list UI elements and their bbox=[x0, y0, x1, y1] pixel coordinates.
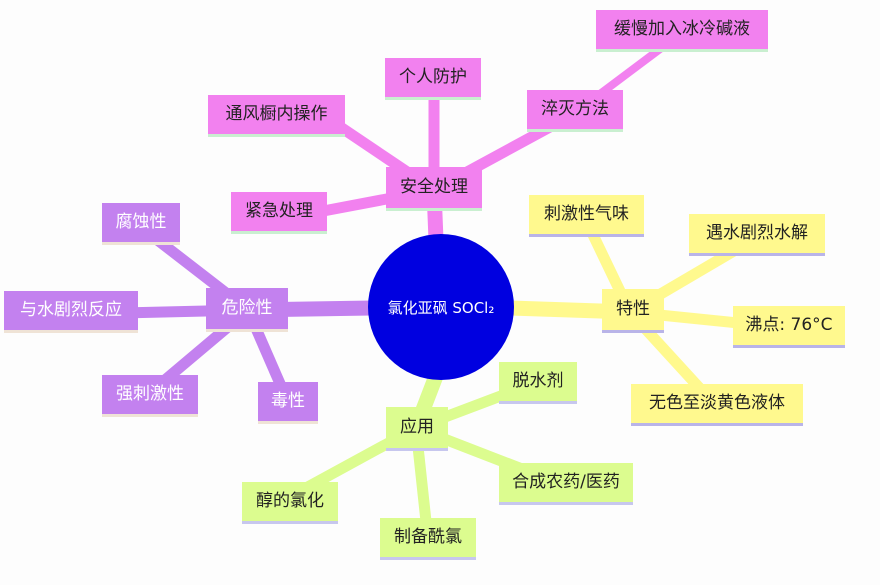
pesticide-synthesis-node[interactable]: 合成农药/医药 bbox=[499, 463, 633, 505]
corrosive-node[interactable]: 腐蚀性 bbox=[102, 203, 180, 245]
center-topic-node[interactable]: 氯化亚砜 SOCl₂ bbox=[368, 234, 514, 380]
water-reaction-node[interactable]: 与水剧烈反应 bbox=[4, 291, 138, 333]
application-branch-node[interactable]: 应用 bbox=[386, 407, 448, 451]
toxicity-node[interactable]: 毒性 bbox=[258, 382, 318, 424]
quench-method-node[interactable]: 淬灭方法 bbox=[527, 90, 623, 132]
dehydrating-agent-node[interactable]: 脱水剂 bbox=[499, 362, 577, 404]
property-branch-node[interactable]: 特性 bbox=[602, 289, 664, 333]
emergency-handling-node[interactable]: 紧急处理 bbox=[231, 192, 327, 234]
boiling-point-node[interactable]: 沸点: 76°C bbox=[733, 306, 845, 348]
irritant-node[interactable]: 强刺激性 bbox=[102, 375, 198, 417]
fume-hood-node[interactable]: 通风橱内操作 bbox=[208, 95, 345, 137]
ppe-node[interactable]: 个人防护 bbox=[385, 58, 481, 100]
alcohol-chlorination-node[interactable]: 醇的氯化 bbox=[242, 482, 338, 524]
pungent-smell-node[interactable]: 刺激性气味 bbox=[529, 195, 644, 237]
acyl-chloride-node[interactable]: 制备酰氯 bbox=[380, 518, 476, 560]
hydrolysis-node[interactable]: 遇水剧烈水解 bbox=[689, 214, 825, 256]
hazard-branch-node[interactable]: 危险性 bbox=[206, 288, 288, 332]
quench-detail-node[interactable]: 缓慢加入冰冷碱液 bbox=[596, 10, 768, 52]
safety-branch-node[interactable]: 安全处理 bbox=[386, 167, 482, 211]
appearance-node[interactable]: 无色至淡黄色液体 bbox=[631, 384, 803, 426]
